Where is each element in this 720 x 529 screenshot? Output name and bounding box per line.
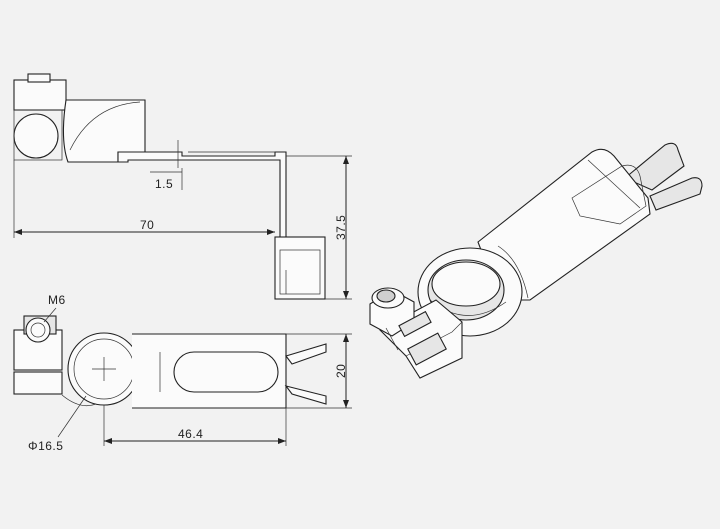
width-dimension-label: 20 (334, 364, 348, 378)
height-dimension-label: 37.5 (334, 215, 348, 240)
side-view: 1.5 70 37.5 (13, 73, 352, 300)
length-dimension-label: 70 (140, 218, 154, 232)
isometric-view (369, 142, 703, 379)
slot-length-dimension-label: 46.4 (178, 427, 203, 441)
thickness-dimension-label: 1.5 (155, 177, 173, 191)
thread-size-label: M6 (48, 293, 66, 307)
top-view: M6 20 46.4 Φ16.5 (13, 293, 352, 453)
diameter-dimension-label: Φ16.5 (28, 439, 63, 453)
